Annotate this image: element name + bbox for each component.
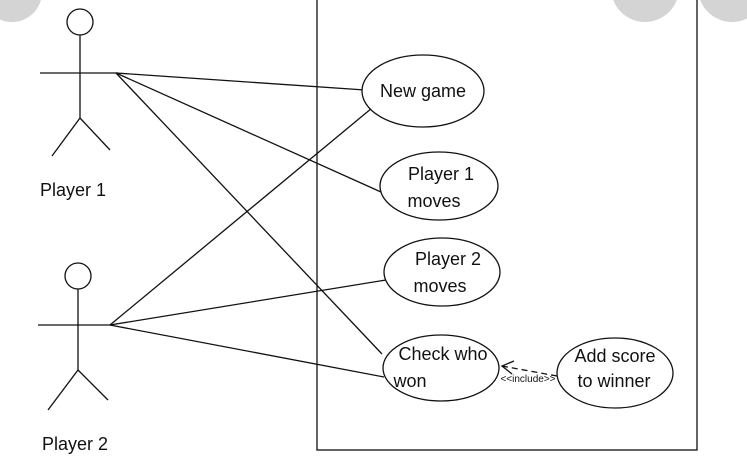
association-lines [109, 72, 387, 378]
use-case-check-who-won: Check who won [382, 334, 500, 402]
include-label: <<include>> [500, 374, 555, 385]
use-case-label-new-game: New game [380, 81, 466, 101]
association-player2-check_won [109, 324, 385, 378]
use-case-add-score: Add score to winner [556, 337, 674, 409]
use-case-label-player-2-moves-line-2: moves [413, 276, 466, 296]
actor-head [64, 262, 92, 290]
include-relationship [500, 360, 558, 377]
use-case-label-check-who-won-line-2: won [392, 371, 426, 391]
use-case-label-add-score-line-1: Add score [574, 346, 655, 366]
use-case-label-player-1-moves-line-1: Player 1 [408, 164, 474, 184]
association-player2-new_game [109, 107, 373, 326]
actor-player-1: Player 1 [40, 8, 118, 200]
association-player1-check_won [115, 72, 383, 355]
actor-head [66, 8, 94, 36]
use-case-player-2-moves: Player 2 moves [383, 237, 501, 307]
use-case-new-game: New game [361, 54, 485, 128]
association-player1-p1_moves [115, 72, 382, 193]
use-case-ellipse [361, 54, 485, 128]
actor-right-leg [79, 117, 111, 151]
corner-circle-right-1 [613, 0, 677, 22]
use-case-ellipse [379, 151, 499, 221]
include-arrowhead [500, 360, 515, 375]
use-case-ellipse [382, 334, 500, 402]
use-case-player-1-moves: Player 1 moves [379, 151, 499, 221]
actor-player-2: Player 2 [38, 262, 112, 454]
system-boundary [316, 0, 698, 451]
association-player1-new_game [115, 72, 366, 91]
use-case-label-add-score-line-2: to winner [577, 371, 650, 391]
actor-label-player-1: Player 1 [40, 180, 106, 200]
association-player2-p2_moves [109, 279, 387, 326]
use-case-ellipse [383, 237, 501, 307]
use-case-ellipse [556, 337, 674, 409]
use-case-label-player-1-moves-line-2: moves [407, 191, 460, 211]
actor-left-leg [51, 117, 81, 157]
actor-label-player-2: Player 2 [42, 434, 108, 454]
use-case-label-player-2-moves-line-1: Player 2 [415, 249, 481, 269]
corner-circle-left [0, 0, 41, 22]
use-case-label-check-who-won-line-1: Check who [398, 344, 487, 364]
corner-circle-right-2 [700, 0, 747, 22]
actor-left-leg [47, 369, 79, 411]
actor-right-leg [77, 369, 109, 401]
